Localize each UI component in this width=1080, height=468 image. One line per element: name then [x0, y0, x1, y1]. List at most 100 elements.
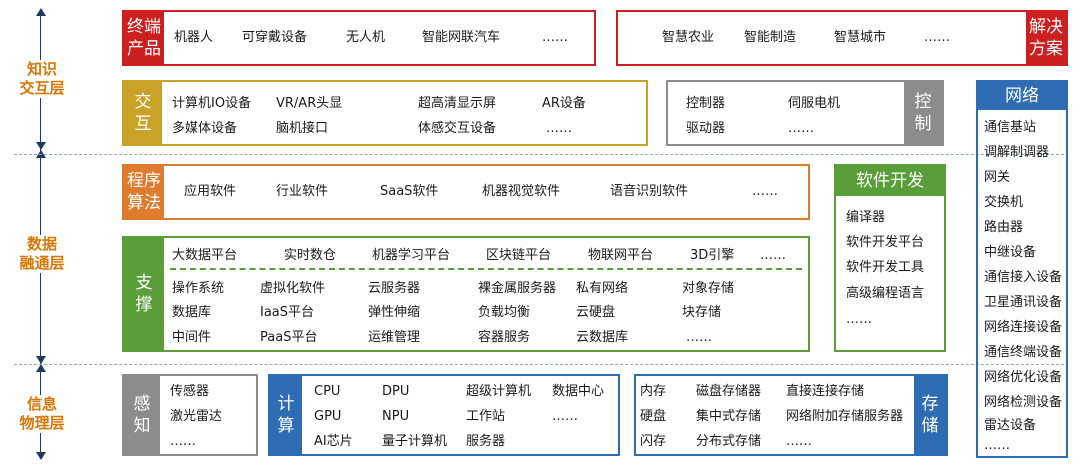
network-item: 通信接入设备 [984, 270, 1063, 285]
program-item: SaaS软件 [380, 184, 439, 199]
network-item: 通信基站 [984, 120, 1037, 135]
layer-label-knowledge: 知识 交互层 [12, 60, 72, 98]
network-item: 通信终端设备 [984, 345, 1063, 360]
support-platform-item: 区块链平台 [486, 248, 552, 263]
compute-item: …… [552, 409, 578, 424]
storage-item: 硬盘 [640, 409, 667, 424]
network-item: …… [984, 438, 1010, 453]
layer-divider [14, 154, 1064, 155]
support-box [122, 236, 810, 352]
compute-item: NPU [382, 409, 410, 424]
storage-box [634, 374, 948, 456]
network-item: 交换机 [984, 195, 1024, 210]
network-item: 卫星通讯设备 [984, 295, 1063, 310]
compute-item: CPU [314, 384, 341, 399]
support-title: 支 撑 [124, 238, 164, 350]
software-dev-item: …… [846, 312, 872, 327]
compute-item: AI芯片 [314, 434, 353, 449]
software-dev-box [834, 164, 946, 352]
storage-item: 磁盘存储器 [696, 384, 762, 399]
compute-item: DPU [382, 384, 410, 399]
support-platform-item: 物联网平台 [588, 248, 654, 263]
sensing-item: …… [170, 434, 196, 449]
terminal-products-box [122, 10, 596, 66]
compute-title: 计 算 [270, 376, 302, 454]
program-item: 机器视觉软件 [482, 184, 561, 199]
storage-item: 分布式存储 [696, 434, 762, 449]
support-platform-item: …… [760, 248, 786, 263]
network-item: 调解制调器 [984, 145, 1050, 160]
interaction-item: 超高清显示屏 [418, 96, 497, 111]
storage-item: 集中式存储 [696, 409, 762, 424]
support-item: 容器服务 [478, 330, 531, 345]
solutions-box [616, 10, 1068, 66]
support-platform-item: 大数据平台 [172, 248, 238, 263]
storage-item: …… [786, 434, 812, 449]
program-item: 行业软件 [276, 184, 329, 199]
support-platform-item: 实时数仓 [284, 248, 337, 263]
program-item: …… [752, 184, 778, 199]
axis-arrow-down-icon [36, 452, 46, 460]
support-item: …… [686, 330, 712, 345]
storage-title: 存 储 [914, 376, 946, 454]
support-platform-item: 3D引擎 [690, 248, 735, 263]
terminal-item: 智能网联汽车 [422, 30, 501, 45]
network-item: 中继设备 [984, 245, 1037, 260]
compute-box [268, 374, 620, 456]
support-item: 云数据库 [576, 330, 629, 345]
software-dev-item: 软件开发平台 [846, 235, 925, 250]
support-item: 云服务器 [368, 281, 421, 296]
layer-axis [40, 12, 41, 456]
compute-item: 服务器 [466, 434, 506, 449]
terminal-item: …… [542, 30, 568, 45]
support-item: 云硬盘 [576, 305, 616, 320]
support-item: 虚拟化软件 [260, 281, 326, 296]
interaction-item: 脑机接口 [276, 121, 329, 136]
control-item: 控制器 [686, 96, 726, 111]
layer-label-data: 数据 融通层 [12, 235, 72, 273]
terminal-item: 无人机 [346, 30, 386, 45]
support-item: 操作系统 [172, 281, 225, 296]
interaction-item: 计算机IO设备 [172, 96, 252, 111]
control-item: 驱动器 [686, 121, 726, 136]
interaction-title: 交 互 [124, 82, 162, 144]
network-item: 网关 [984, 170, 1011, 185]
support-divider [170, 268, 802, 270]
solution-item: 智慧农业 [662, 30, 715, 45]
program-box [122, 164, 810, 220]
control-title: 控 制 [904, 82, 942, 144]
solution-item: 智能制造 [744, 30, 797, 45]
network-item: 路由器 [984, 220, 1024, 235]
support-item: 负载均衡 [478, 305, 531, 320]
software-dev-item: 高级编程语言 [846, 286, 925, 301]
control-item: 伺服电机 [788, 96, 841, 111]
compute-item: 超级计算机 [466, 384, 532, 399]
axis-arrow-up-icon [36, 364, 46, 372]
software-dev-item: 编译器 [846, 210, 886, 225]
support-item: 对象存储 [682, 281, 735, 296]
network-box [976, 80, 1068, 458]
sensing-title: 感 知 [124, 376, 160, 454]
support-item: 运维管理 [368, 330, 421, 345]
interaction-item: 体感交互设备 [418, 121, 497, 136]
solution-item: …… [924, 30, 950, 45]
storage-item: 网络附加存储服务器 [786, 409, 904, 424]
program-item: 应用软件 [184, 184, 237, 199]
software-dev-item: 软件开发工具 [846, 260, 925, 275]
solution-item: 智慧城市 [834, 30, 887, 45]
axis-arrow-down-icon [36, 356, 46, 364]
interaction-item: VR/AR头显 [276, 96, 343, 111]
support-item: 块存储 [682, 305, 722, 320]
support-item: 弹性伸缩 [368, 305, 421, 320]
network-item: 网络检测设备 [984, 395, 1063, 410]
solutions-title: 解决 方案 [1026, 12, 1066, 64]
program-item: 语音识别软件 [610, 184, 689, 199]
sensing-box [122, 374, 258, 456]
axis-arrow-up-icon [36, 8, 46, 16]
sensing-item: 传感器 [170, 384, 210, 399]
control-item: …… [788, 121, 814, 136]
storage-item: 直接连接存储 [786, 384, 865, 399]
compute-item: GPU [314, 409, 342, 424]
terminal-item: 可穿戴设备 [242, 30, 308, 45]
support-item: 私有网络 [576, 281, 629, 296]
